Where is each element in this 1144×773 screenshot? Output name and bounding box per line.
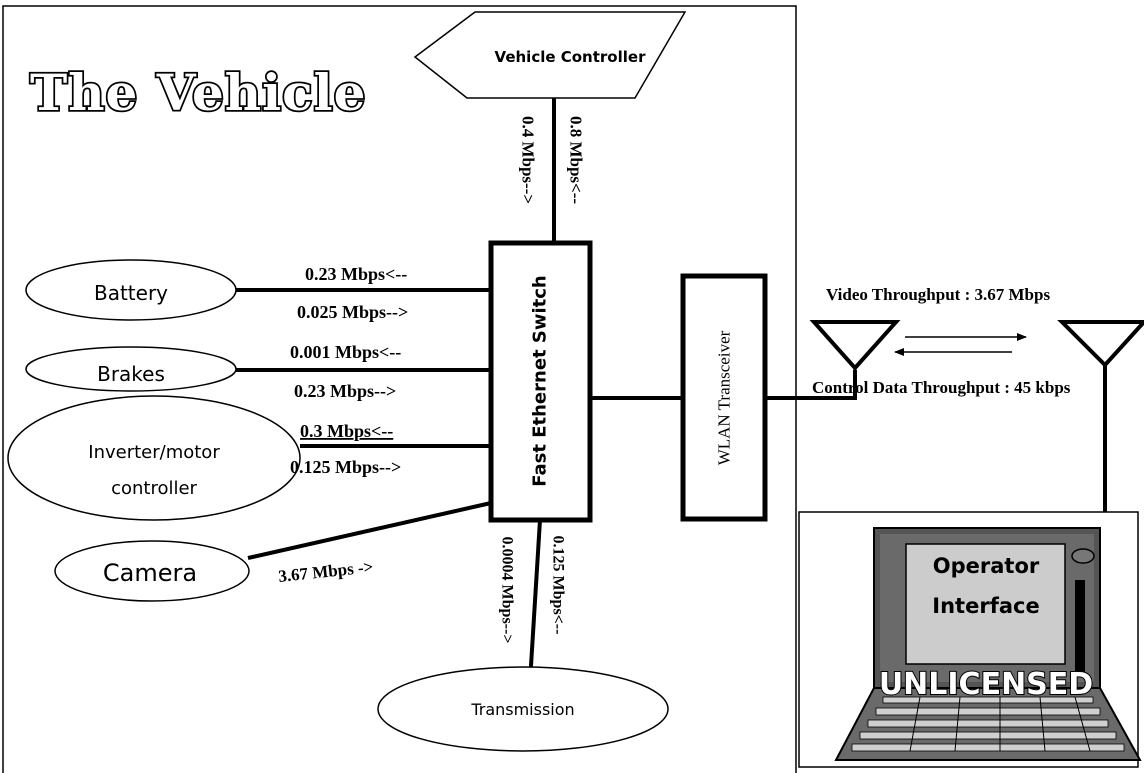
battery-out-label: 0.025 Mbps--> [297,302,408,322]
right-antenna-icon [1057,320,1144,368]
inverter-out-label: 0.125 Mbps--> [290,457,401,477]
transmission-node [377,666,669,752]
camera-label: Camera [103,559,197,587]
link-labels: 0.4 Mbps--> 0.8 Mbps<-- 0.23 Mbps<-- 0.0… [277,116,585,644]
brakes-node [25,346,237,392]
laptop-screen [905,543,1066,665]
wlan-transceiver-label: WLAN Transceiver [715,330,734,465]
inverter-label-line1: Inverter/motor [88,442,220,463]
transmission-up-label: 0.125 Mbps<-- [550,536,567,635]
wlan-transceiver-node [680,273,768,522]
controller-up-label: 0.8 Mbps<-- [567,116,586,204]
ethernet-switch-node [488,240,593,523]
camera-link [247,501,492,560]
brakes-out-label: 0.23 Mbps--> [294,381,396,401]
battery-node [25,259,237,321]
inverter-node [7,395,301,521]
laptop-icon [834,527,1142,761]
video-throughput-label: Video Throughput : 3.67 Mbps [826,285,1050,304]
brakes-label: Brakes [97,362,165,386]
camera-node [54,540,250,602]
transmission-down-label: 0.0004 Mbps--> [499,537,516,644]
left-antenna-icon [809,320,901,372]
inverter-label-line2: controller [111,478,197,499]
inverter-in-label: 0.3 Mbps<-- [300,421,393,441]
operator-label-line2: Interface [932,594,1039,618]
camera-out-label: 3.67 Mbps -> [277,557,374,586]
transmission-label: Transmission [470,700,574,719]
control-throughput-label: Control Data Throughput : 45 kbps [812,378,1071,397]
transmission-link [528,519,542,683]
vehicle-controller-label: Vehicle Controller [495,48,647,66]
wlan-antenna-link [765,370,857,400]
operator-label-line1: Operator [933,554,1040,578]
battery-in-label: 0.23 Mbps<-- [305,264,407,284]
ethernet-switch-label: Fast Ethernet Switch [530,275,551,487]
wireless-link: Video Throughput : 3.67 Mbps Control Dat… [809,285,1144,397]
controller-down-label: 0.4 Mbps--> [519,116,538,204]
battery-label: Battery [94,281,168,305]
vehicle-controller-node [413,11,687,99]
brakes-in-label: 0.001 Mbps<-- [290,342,401,362]
laptop-keyboard [851,696,1125,752]
unlicensed-watermark: UNLICENSED [879,667,1093,702]
diagram-title: The Vehicle [30,63,366,122]
